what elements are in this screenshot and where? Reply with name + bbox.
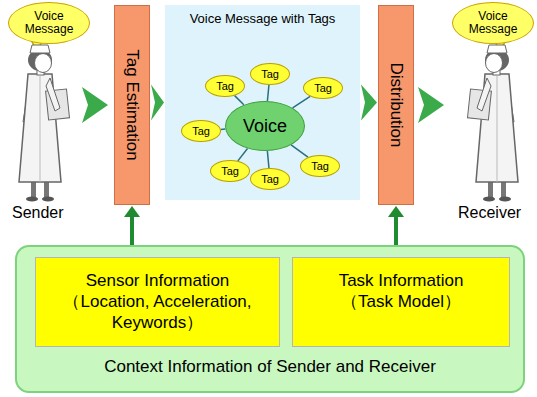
voice-ellipse: Voice: [225, 101, 305, 151]
node-title: Voice: [243, 116, 287, 137]
role-label: Receiver: [458, 204, 521, 222]
node-title: Tag: [216, 80, 234, 92]
node-title: Context Information of Sender and Receiv…: [17, 357, 523, 377]
tag-link: [267, 85, 269, 101]
flow-chevron: [418, 87, 444, 123]
tag-ellipse: Tag: [300, 155, 340, 177]
node-title: Voice Message: [20, 10, 78, 36]
flow-arrow: [388, 206, 404, 245]
message-panel: Voice Message with TagsVoiceTagTagTagTag…: [165, 5, 360, 200]
flow-arrow: [151, 85, 164, 121]
tag-ellipse: Tag: [181, 120, 221, 142]
node-title: Voice Message with Tags: [165, 11, 360, 26]
tag-link: [267, 151, 269, 168]
flow-arrow: [361, 85, 377, 121]
node-title: Tag: [192, 125, 210, 137]
info-box: Task Information（Task Model）: [292, 257, 510, 347]
tag-link: [291, 145, 308, 157]
node-title: Tag: [221, 165, 239, 177]
tag-link: [293, 96, 311, 107]
info-box: Sensor Information（Location, Acceleratio…: [35, 257, 280, 347]
process-box: Tag Estimation: [114, 5, 150, 205]
node-title: Tag: [261, 173, 279, 185]
node-title: Tag Estimation: [122, 49, 142, 161]
node-title: Task Information: [299, 270, 503, 291]
node-title: Tag: [311, 160, 329, 172]
tag-ellipse: Tag: [250, 168, 290, 190]
tag-ellipse: Tag: [210, 160, 250, 182]
node-title: Tag: [261, 68, 279, 80]
node-title: Tag: [314, 82, 332, 94]
node-detail: （Location, Acceleration, Keywords）: [42, 291, 273, 333]
speech-bubble: Voice Message: [8, 2, 90, 44]
nurse-figure: [19, 38, 70, 202]
tag-link: [235, 96, 244, 105]
node-title: Sensor Information: [42, 270, 273, 291]
tag-link: [238, 148, 248, 160]
speech-bubble: Voice Message: [452, 2, 534, 44]
flow-arrow: [124, 206, 140, 245]
process-box: Distribution: [378, 5, 414, 205]
tag-ellipse: Tag: [205, 75, 245, 97]
role-label: Sender: [12, 204, 64, 222]
node-title: Distribution: [386, 62, 406, 147]
tag-link: [221, 129, 226, 130]
node-title: Voice Message: [464, 10, 522, 36]
node-detail: （Task Model）: [299, 291, 503, 312]
tag-ellipse: Tag: [303, 77, 343, 99]
context-panel: Context Information of Sender and Receiv…: [15, 245, 525, 393]
tag-ellipse: Tag: [250, 63, 290, 85]
flow-chevron: [82, 87, 108, 123]
